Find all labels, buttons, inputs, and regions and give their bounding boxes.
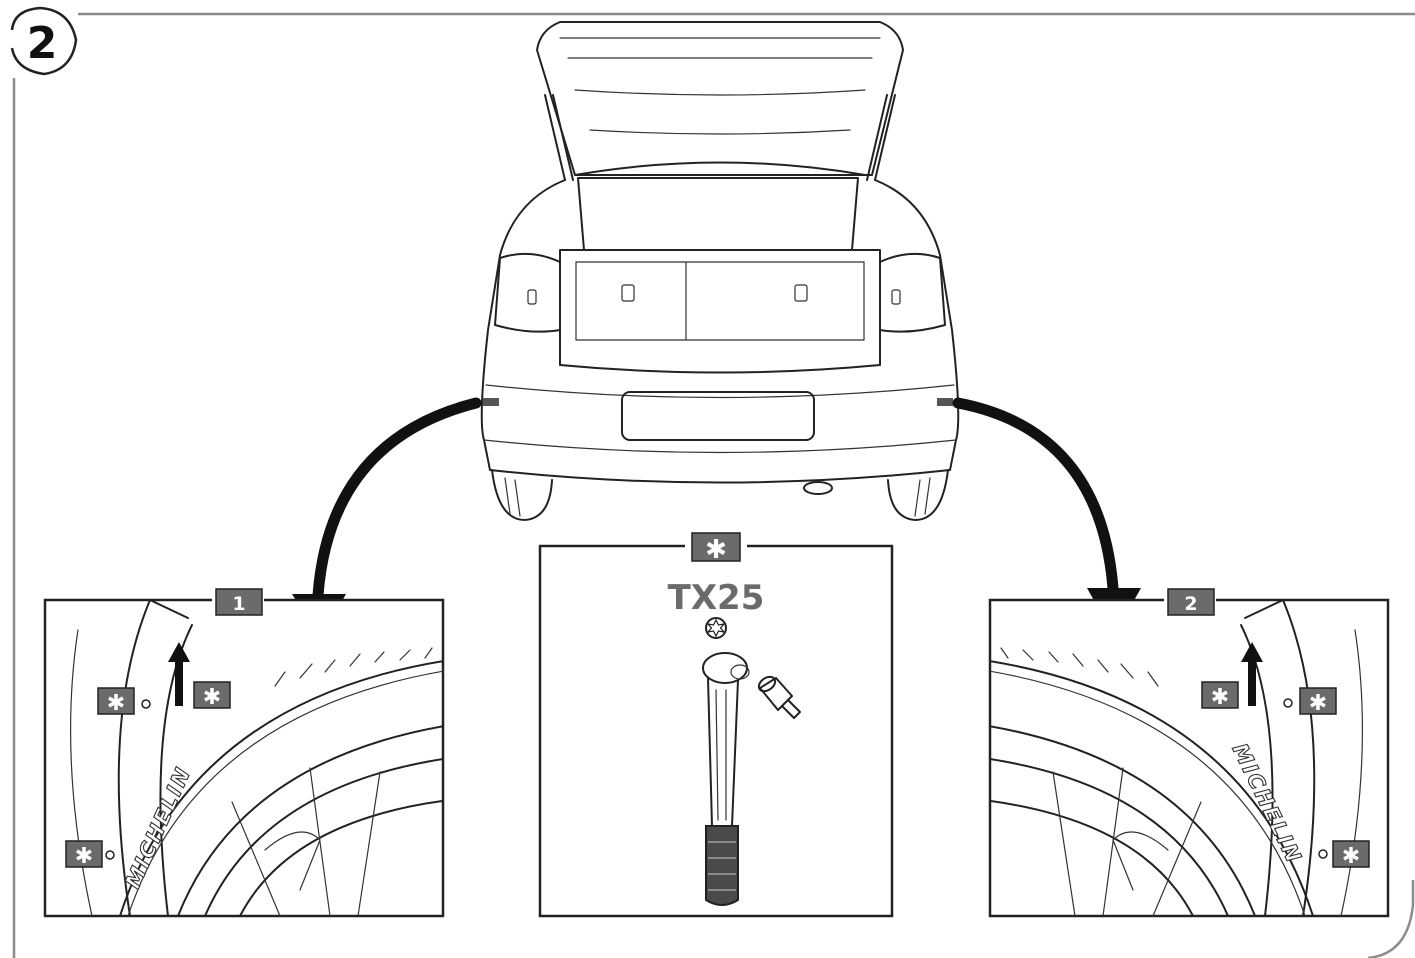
- svg-text:✱: ✱: [1309, 691, 1327, 716]
- step-badge: 2: [10, 6, 78, 76]
- screw-marker-icon: ✱: [1318, 840, 1370, 869]
- ratchet-wrench: [702, 652, 750, 906]
- panel-right-tag: 2: [1184, 593, 1197, 615]
- screw-marker-icon: ✱: [65, 840, 115, 869]
- panel-center: ✱ TX25: [538, 532, 894, 918]
- panel-center-tag: ✱: [705, 535, 727, 565]
- svg-text:✱: ✱: [203, 685, 221, 710]
- svg-text:✱: ✱: [1211, 685, 1229, 710]
- svg-text:✱: ✱: [107, 691, 125, 716]
- step-number: 2: [27, 18, 58, 69]
- screw-marker-icon: ✱: [193, 681, 231, 710]
- up-arrow-icon: [1241, 642, 1263, 706]
- up-arrow-icon: [168, 642, 190, 706]
- screw-marker-icon: ✱: [1201, 681, 1239, 710]
- car-rear-view: [480, 21, 960, 521]
- panel-left-tag: 1: [232, 593, 245, 615]
- panel-left: MICHELIN 1 ✱ ✱ ✱: [43, 587, 445, 918]
- svg-text:✱: ✱: [1342, 844, 1360, 869]
- tool-label: TX25: [668, 578, 765, 618]
- svg-text:✱: ✱: [75, 844, 93, 869]
- panel-right: MICHELIN 2 ✱ ✱ ✱: [988, 587, 1390, 918]
- bit-socket: [757, 675, 801, 719]
- torx-bit-icon: [705, 617, 727, 639]
- screw-marker-icon: ✱: [97, 687, 151, 716]
- screw-marker-icon: ✱: [1283, 687, 1337, 716]
- outer-frame: [12, 12, 1415, 958]
